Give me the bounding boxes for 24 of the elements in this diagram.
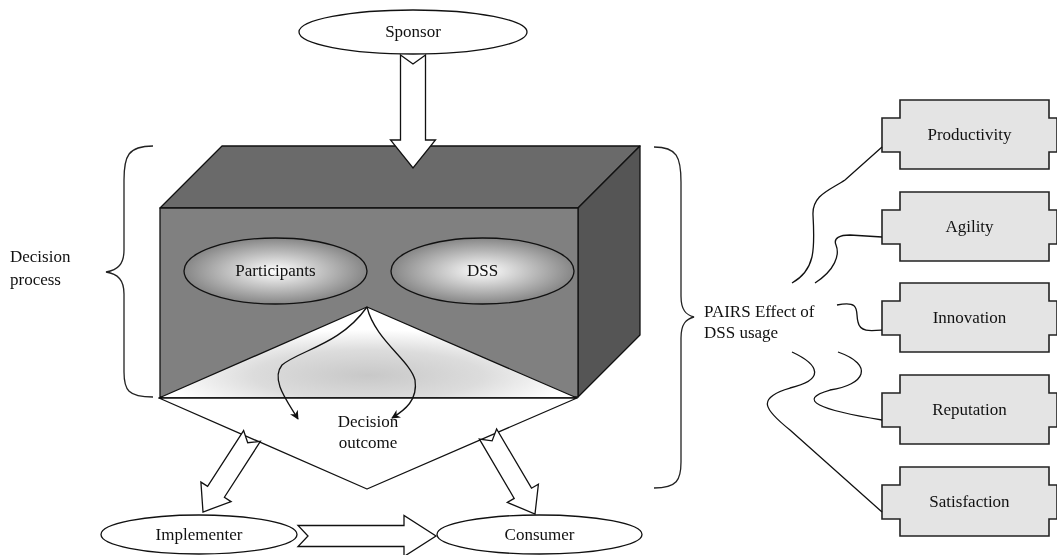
node-label: Agility xyxy=(945,215,994,238)
node-label: Participants xyxy=(235,260,316,282)
node-label: Reputation xyxy=(932,398,1007,421)
arrow xyxy=(277,306,368,420)
node-label: DSS xyxy=(466,260,499,282)
connector-line xyxy=(791,146,883,284)
node-label: Implementer xyxy=(155,523,243,546)
node-label: PAIRS Effect of DSS usage xyxy=(704,300,816,344)
arrow xyxy=(366,306,417,419)
block-arrow xyxy=(200,429,262,513)
connector-line xyxy=(766,351,883,513)
node-label: Decision outcome xyxy=(336,411,400,454)
node-label: Innovation xyxy=(932,306,1007,329)
block-arrow xyxy=(389,53,437,170)
connector-line xyxy=(836,303,883,332)
connector-line xyxy=(814,234,883,284)
node-label: Sponsor xyxy=(385,21,441,43)
connector-line xyxy=(813,351,883,421)
node-label: Satisfaction xyxy=(929,490,1010,513)
side-label: Decision process xyxy=(10,246,72,291)
block-arrow xyxy=(296,514,438,555)
node-label: Productivity xyxy=(927,123,1012,146)
node-label: Consumer xyxy=(504,523,575,546)
block-arrow xyxy=(478,427,540,515)
